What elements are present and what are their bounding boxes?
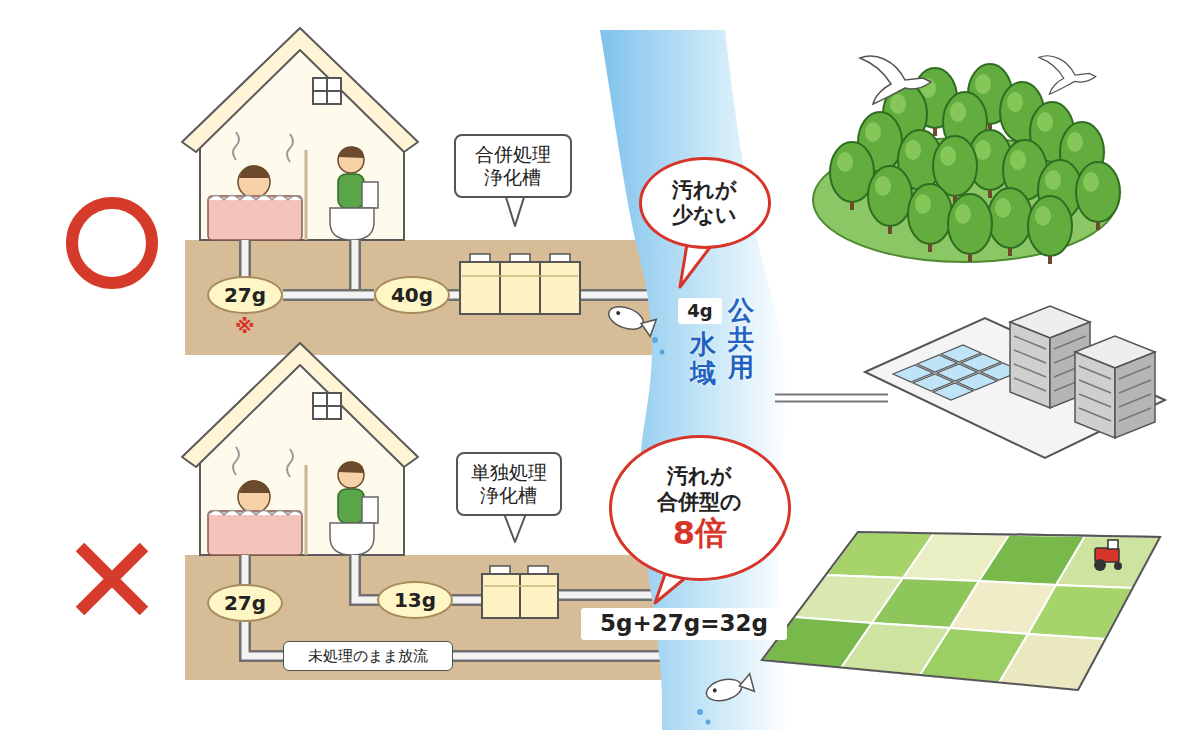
node-text: 合併処理 浄化槽 [473,143,553,189]
forest [813,64,1120,264]
load-oval: 40g [374,276,450,314]
node-text: 汚れが 少ない [669,178,740,228]
pipe [245,240,662,656]
fish [660,350,665,355]
farm-field [1114,562,1122,570]
tank-label-box: 合併処理 浄化槽 [454,134,572,198]
load-box: 5g+27g=32g [581,608,787,640]
septic-tank [484,585,556,587]
forest [948,194,992,262]
farm-field [762,532,1160,690]
load-box: 4g [678,298,722,324]
pipe [245,240,662,656]
town [775,306,1165,458]
river [600,30,790,730]
node-text: 未処理のまま放流 [308,647,428,665]
pipe-connector [283,295,374,296]
town [1075,336,1155,438]
good-mark [72,203,152,283]
node-text: 単独処理 浄化槽 [469,461,549,507]
water-label: 水域 [690,330,716,387]
forest [908,184,952,252]
bad-mark [80,547,144,611]
septic-tank [519,574,521,618]
town [775,396,888,401]
node-text: 5g+27g=32g [600,610,768,638]
fish [706,720,711,725]
farm-field [1028,585,1133,639]
fish [652,337,658,343]
pipe-connector [245,622,283,656]
load-oval: 13g [377,581,453,619]
good-mark [72,203,152,283]
bird [860,56,1096,104]
pipe-connector [245,622,283,656]
speech-bubble: 汚れが 合併型の8倍 [609,435,791,580]
water-label: 公共用 [728,296,754,382]
pipe-connector [283,289,374,301]
bird [1039,56,1096,94]
node-text: 27g [224,591,266,615]
septic-tank [500,262,540,314]
callout-tail [505,194,525,226]
septic-tank [460,254,580,618]
load-oval: 27g [207,276,283,314]
farm-field [1108,540,1118,549]
pipe-connector [245,622,283,656]
house [182,343,418,555]
forest [868,166,912,234]
node-text: 27g [224,283,266,307]
farm-field [999,634,1105,690]
forest [1076,162,1120,230]
node-text: 13g [394,588,436,612]
farm-field [762,532,1160,690]
note-box: 未処理のまま放流 [283,641,453,671]
pipe-connector [283,292,374,299]
farm-field [1094,559,1106,571]
forest [988,188,1032,256]
farm-field [762,532,1160,690]
emphasis-text: 8倍 [673,515,727,552]
septic-tank [482,574,558,618]
note-mark: ※ [235,316,254,336]
septic-tank [460,262,580,314]
farm-field [762,532,1160,690]
bird [860,56,931,104]
farm-field [1056,536,1160,588]
node-text: 40g [391,283,433,307]
fish [704,673,755,704]
pipe [245,240,662,656]
node-text: 4g [687,300,712,322]
forest [1028,196,1072,264]
load-oval: 27g [207,584,283,622]
septic-tank [462,275,578,277]
fish [606,302,657,337]
town [775,394,888,403]
node-text: 汚れが 合併型の [654,464,746,514]
house [182,28,418,240]
bad-mark [80,547,144,611]
speech-bubble: 汚れが 少ない [639,157,771,249]
fish [697,709,703,715]
tank-label-box: 単独処理 浄化槽 [456,452,562,516]
